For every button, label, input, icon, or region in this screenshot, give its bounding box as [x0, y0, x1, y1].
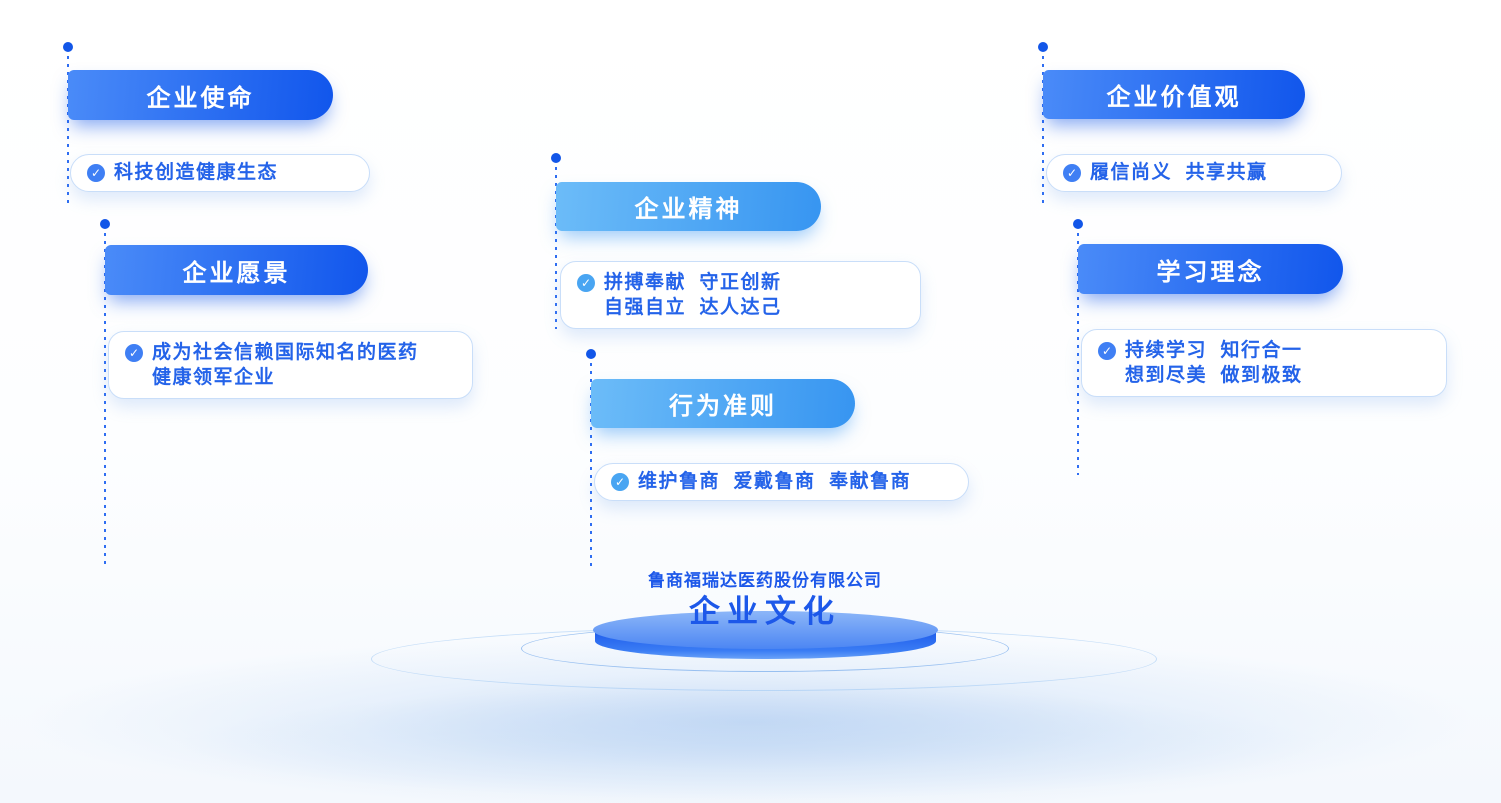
podium — [593, 611, 938, 663]
flag-pole — [104, 225, 106, 565]
pole-dot-icon — [63, 42, 73, 52]
pole-dot-icon — [586, 349, 596, 359]
flag-pole — [67, 48, 69, 208]
pill-mission: ✓ 科技创造健康生态 — [70, 154, 370, 192]
flag-pole — [1042, 48, 1044, 208]
check-icon: ✓ — [577, 274, 595, 292]
pill-text: 科技创造健康生态 — [114, 162, 279, 183]
pill-text: 履信尚义 共享共赢 — [1090, 162, 1268, 183]
banner-title: 行为准则 — [669, 393, 777, 420]
stage-glow-soft — [180, 688, 1320, 800]
pole-dot-icon — [1073, 219, 1083, 229]
pill-text: 拼搏奉献 守正创新 — [604, 272, 782, 293]
pill-learning: ✓ 持续学习 知行合一 想到尽美 做到极致 — [1081, 329, 1447, 397]
banner-title: 企业愿景 — [182, 259, 291, 287]
pill-values: ✓ 履信尚义 共享共赢 — [1046, 154, 1342, 192]
podium-top — [593, 611, 938, 649]
banner-spirit: 企业精神 — [556, 182, 821, 231]
pill-text: 自强自立 达人达己 — [604, 297, 782, 318]
pill-text: 想到尽美 做到极致 — [1125, 365, 1303, 386]
pole-dot-icon — [551, 153, 561, 163]
check-icon: ✓ — [125, 344, 143, 362]
check-icon: ✓ — [87, 164, 105, 182]
pill-vision: ✓ 成为社会信赖国际知名的医药 健康领军企业 — [108, 331, 473, 399]
banner-vision: 企业愿景 — [105, 245, 368, 295]
pole-dot-icon — [100, 219, 110, 229]
pill-text: 持续学习 知行合一 — [1125, 340, 1303, 361]
banner-values: 企业价值观 — [1043, 70, 1305, 119]
banner-title: 企业价值观 — [1106, 84, 1242, 111]
flag-pole — [555, 159, 557, 329]
company-name: 鲁商福瑞达医药股份有限公司 — [648, 571, 882, 590]
check-icon: ✓ — [1098, 342, 1116, 360]
pole-dot-icon — [1038, 42, 1048, 52]
pill-text: 维护鲁商 爱戴鲁商 奉献鲁商 — [638, 471, 912, 492]
check-icon: ✓ — [611, 473, 629, 491]
pill-conduct: ✓ 维护鲁商 爱戴鲁商 奉献鲁商 — [594, 463, 969, 501]
check-icon: ✓ — [1063, 164, 1081, 182]
banner-conduct: 行为准则 — [591, 379, 855, 428]
banner-title: 企业使命 — [146, 84, 255, 112]
flag-pole — [590, 355, 592, 570]
banner-learning: 学习理念 — [1078, 244, 1343, 294]
flag-pole — [1077, 225, 1079, 475]
pill-spirit: ✓ 拼搏奉献 守正创新 自强自立 达人达己 — [560, 261, 921, 329]
page-title: 企业文化 — [689, 594, 841, 629]
banner-title: 学习理念 — [1156, 258, 1265, 286]
banner-title: 企业精神 — [634, 196, 743, 223]
pill-text: 成为社会信赖国际知名的医药 — [152, 342, 419, 363]
pill-text: 健康领军企业 — [152, 367, 276, 388]
banner-mission: 企业使命 — [68, 70, 333, 120]
